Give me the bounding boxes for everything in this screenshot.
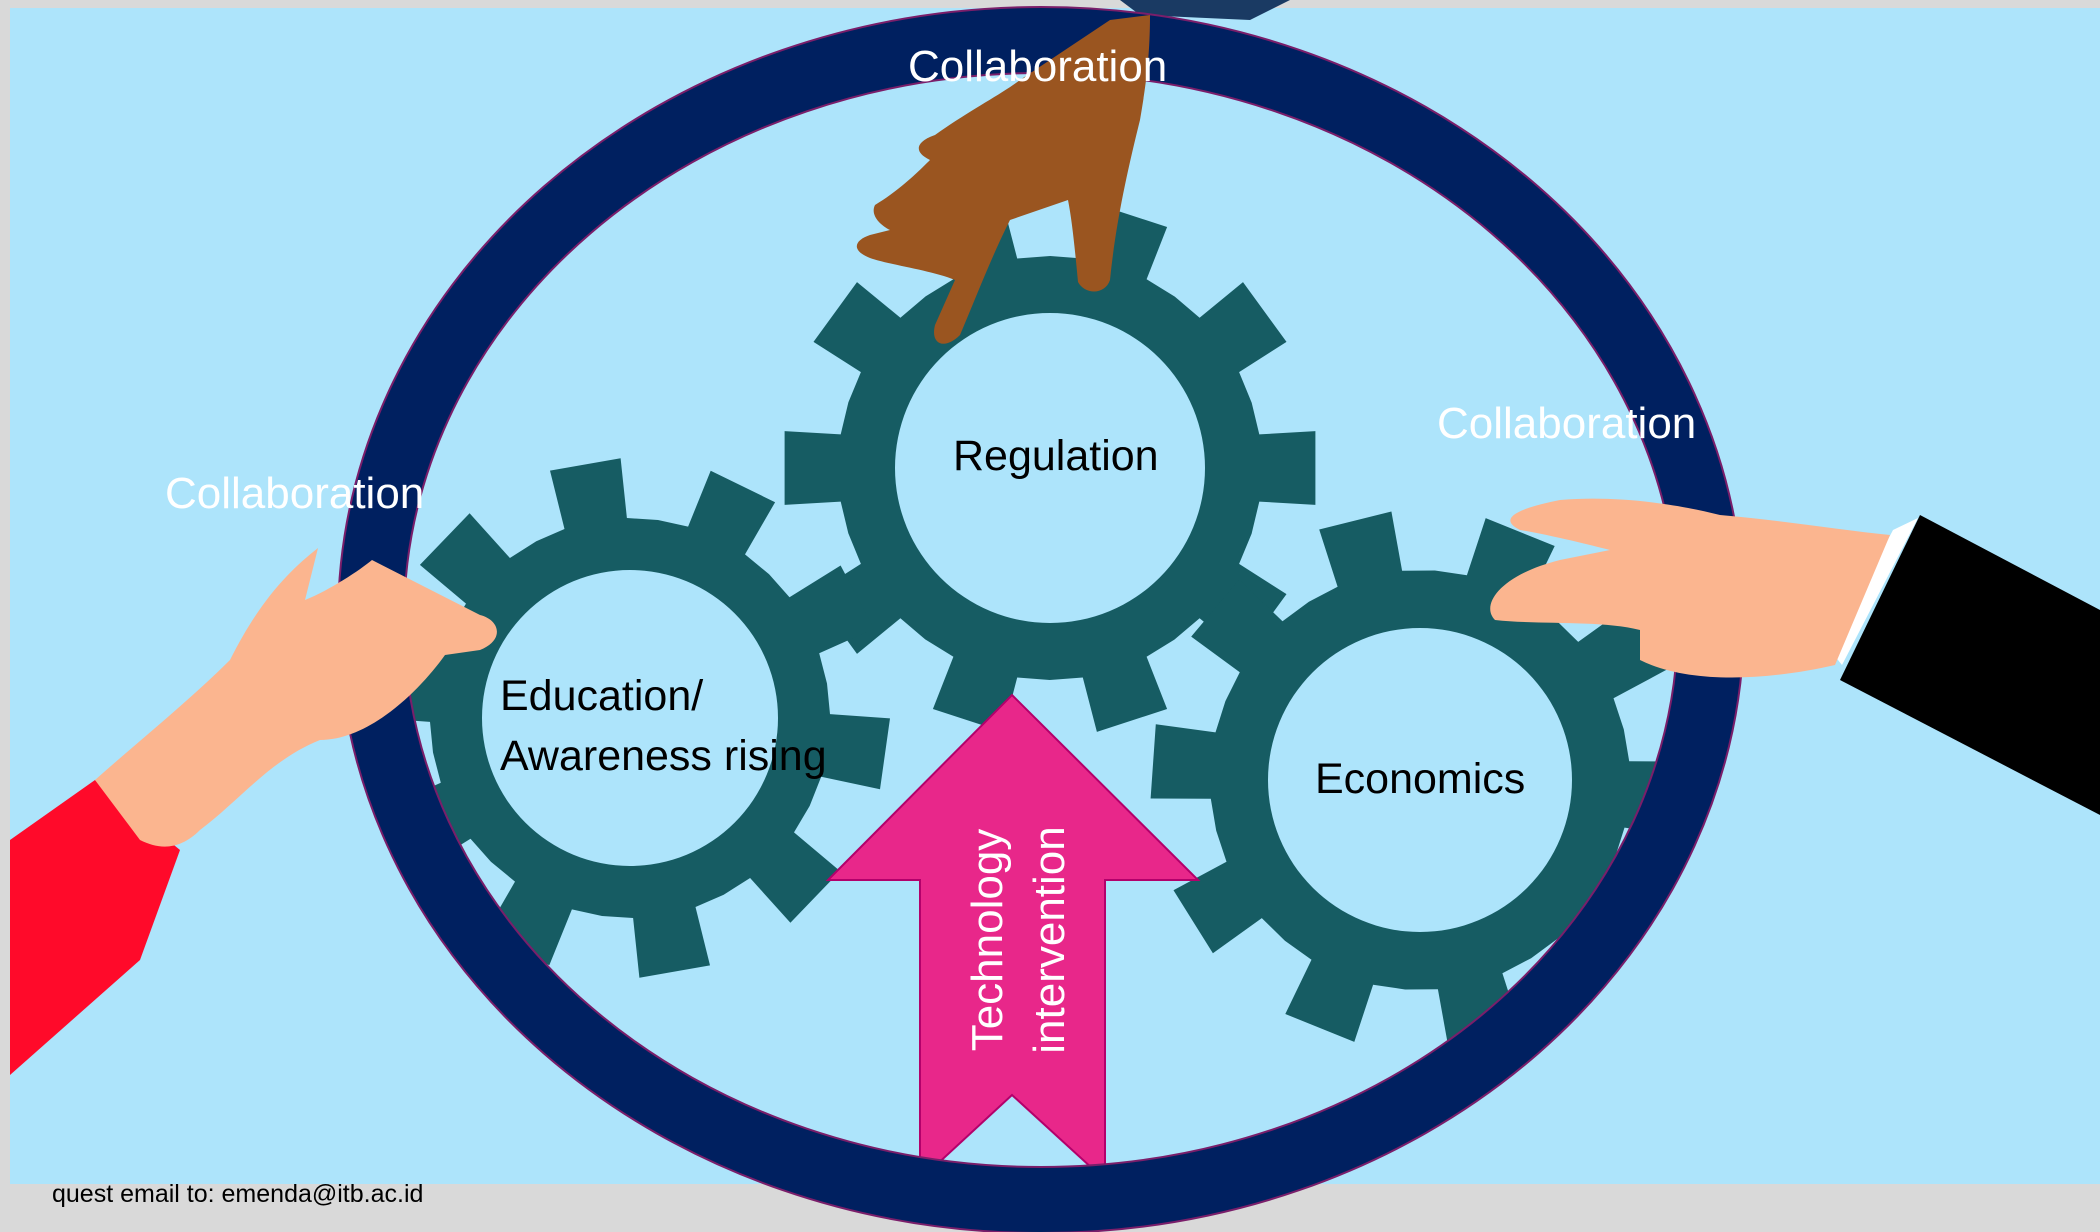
collaboration-label-top: Collaboration xyxy=(908,42,1168,91)
gear-regulation-body xyxy=(784,204,1316,732)
gear-education-body xyxy=(370,458,890,978)
gear-economics-body xyxy=(1150,511,1690,1049)
gear-regulation xyxy=(784,204,1316,732)
gear-label-economics: Economics xyxy=(1315,755,1526,803)
collaboration-label-left: Collaboration xyxy=(165,469,425,518)
right-hand xyxy=(1490,498,1890,678)
technology-arrow xyxy=(825,693,1201,1183)
gear-label-regulation: Regulation xyxy=(953,432,1159,480)
left-hand xyxy=(95,548,497,847)
footer-email-text: quest email to: emenda@itb.ac.id xyxy=(52,1180,424,1208)
top-sleeve xyxy=(1120,0,1290,20)
collaboration-label-right: Collaboration xyxy=(1437,399,1697,448)
gear-label-education-line1: Education/ xyxy=(500,672,704,720)
arrow-label-technology: Technology xyxy=(963,829,1012,1052)
arrow-label-intervention: intervention xyxy=(1025,826,1074,1053)
left-sleeve xyxy=(10,780,180,1075)
top-hand xyxy=(856,15,1150,344)
arrow-text: Technology intervention xyxy=(963,826,1074,1053)
right-cuff xyxy=(1830,518,1918,665)
gear-economics xyxy=(1150,511,1690,1049)
right-sleeve xyxy=(1840,515,2100,815)
gear-education xyxy=(370,458,890,978)
gear-label-education-line2: Awareness rising xyxy=(500,732,827,780)
